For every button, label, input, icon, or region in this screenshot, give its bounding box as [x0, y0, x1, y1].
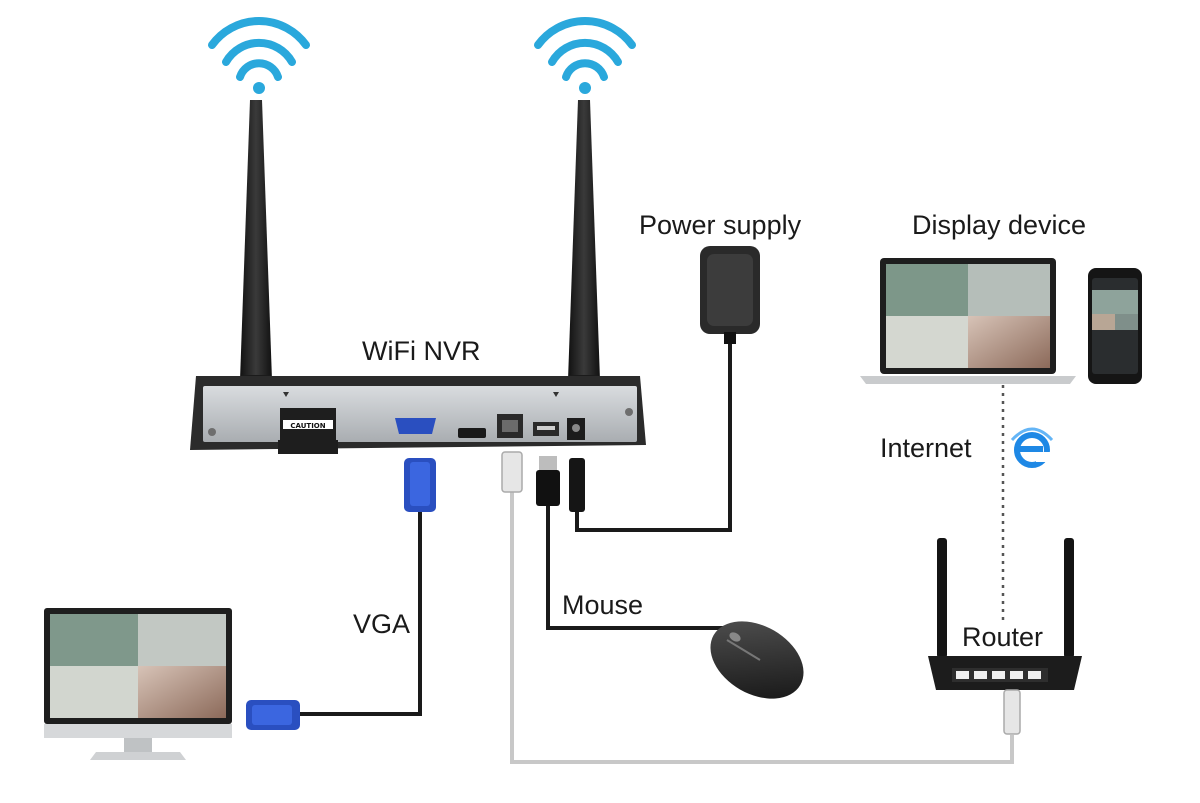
internet-label: Internet — [880, 433, 972, 463]
vga-connector-top — [404, 458, 436, 512]
vga-cable — [300, 510, 422, 716]
wifi-signal-icon — [208, 16, 310, 94]
router-device — [928, 538, 1082, 735]
monitor-display — [44, 608, 232, 760]
mouse-cable — [546, 505, 730, 630]
antenna-left — [238, 100, 274, 405]
lan-plug — [501, 451, 523, 493]
smartphone-display — [1088, 268, 1142, 384]
mouse-label: Mouse — [562, 590, 644, 620]
internet-explorer-icon — [1010, 427, 1054, 468]
vga-label: VGA — [353, 609, 411, 639]
mouse-device — [710, 621, 804, 699]
power-supply-label: Power supply — [639, 210, 802, 240]
vga-connector-monitor — [246, 700, 300, 730]
router-label: Router — [960, 622, 1046, 653]
usb-plug — [536, 456, 560, 506]
wifi-signal-icon — [534, 16, 636, 94]
display-device-label: Display device — [912, 210, 1087, 240]
nvr-label: WiFi NVR — [362, 336, 481, 366]
network-cable — [510, 470, 1014, 764]
power-cable — [575, 340, 732, 532]
dc-plug — [569, 458, 585, 512]
power-adapter — [700, 246, 760, 344]
wifi-nvr-device: CAUTION — [190, 376, 646, 454]
antenna-right — [566, 100, 602, 405]
caution-label: CAUTION — [290, 422, 325, 430]
laptop-display — [860, 258, 1076, 384]
